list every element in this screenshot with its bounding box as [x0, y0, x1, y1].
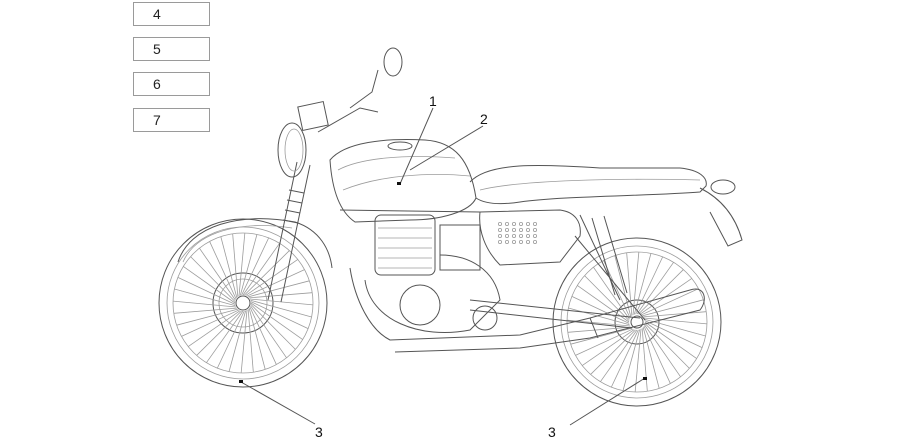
legend-label: 4 [153, 6, 161, 22]
front-wheel [158, 218, 328, 388]
leader-lines [239, 107, 647, 426]
frame [339, 209, 646, 321]
mirror [383, 47, 403, 77]
callout-3-front: 3 [315, 424, 323, 438]
instrument-cluster [297, 100, 329, 132]
legend-label: 6 [153, 76, 161, 92]
headlight [277, 122, 307, 178]
engine [364, 214, 501, 334]
callout-1: 1 [429, 93, 437, 109]
seat [469, 164, 707, 205]
legend-label: 5 [153, 41, 161, 57]
side-panel [479, 209, 581, 266]
legend-box-7: 7 [133, 108, 210, 132]
tail-section [699, 187, 743, 247]
legend-box-6: 6 [133, 72, 210, 96]
legend-box-5: 5 [133, 37, 210, 61]
callout-2: 2 [480, 111, 488, 127]
front-fender [177, 218, 333, 269]
rear-shock [591, 215, 628, 296]
callout-3-rear: 3 [548, 424, 556, 438]
handlebar [317, 69, 379, 133]
fuel-tank [329, 139, 477, 223]
tail-light [710, 179, 736, 195]
front-fork [267, 161, 311, 303]
swingarm [469, 299, 641, 329]
legend-label: 7 [153, 112, 161, 128]
legend-box-4: 4 [133, 2, 210, 26]
